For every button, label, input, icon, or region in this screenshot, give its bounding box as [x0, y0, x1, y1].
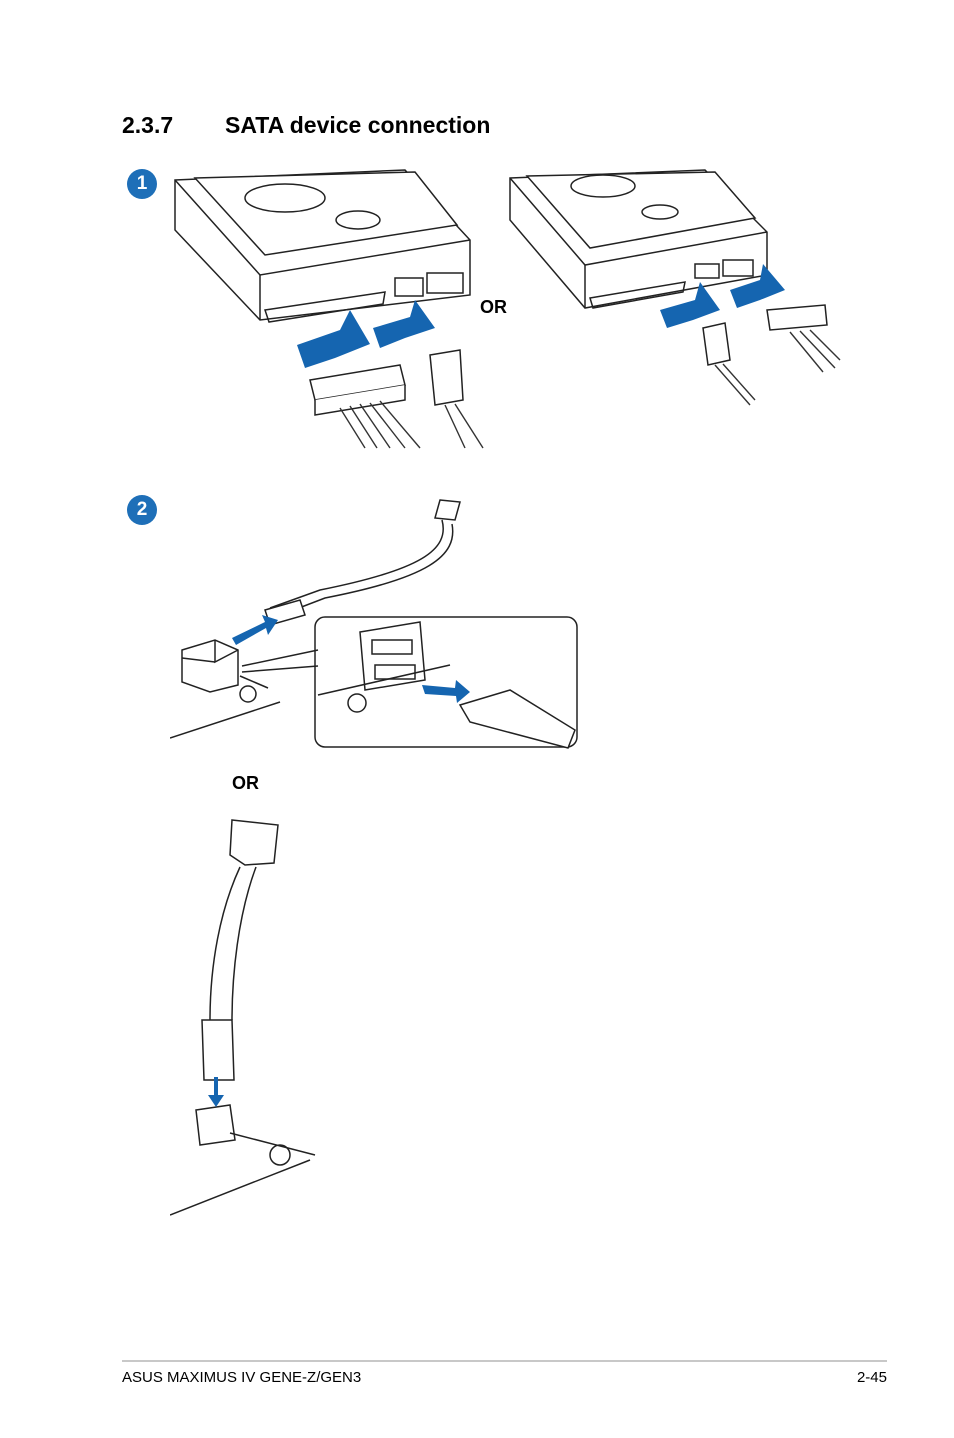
section-title: SATA device connection [225, 112, 491, 138]
or-label-1: OR [480, 297, 507, 317]
step-2-badge: 2 [127, 495, 157, 525]
section-heading: 2.3.7 SATA device connection [122, 112, 490, 139]
footer-page-number: 2-45 [856, 1369, 887, 1386]
footer-product-name: ASUS MAXIMUS IV GENE-Z/GEN3 [122, 1369, 362, 1386]
footer-divider [122, 1360, 887, 1362]
section-number: 2.3.7 [122, 112, 174, 138]
step-1-badge: 1 [127, 169, 157, 199]
or-label-2: OR [232, 773, 259, 793]
hdd-connection-figure-right [509, 169, 841, 406]
sata-cable-motherboard-figure [170, 499, 578, 749]
hdd-connection-figure-left [174, 169, 484, 449]
sata-cable-vertical-figure [170, 819, 316, 1216]
